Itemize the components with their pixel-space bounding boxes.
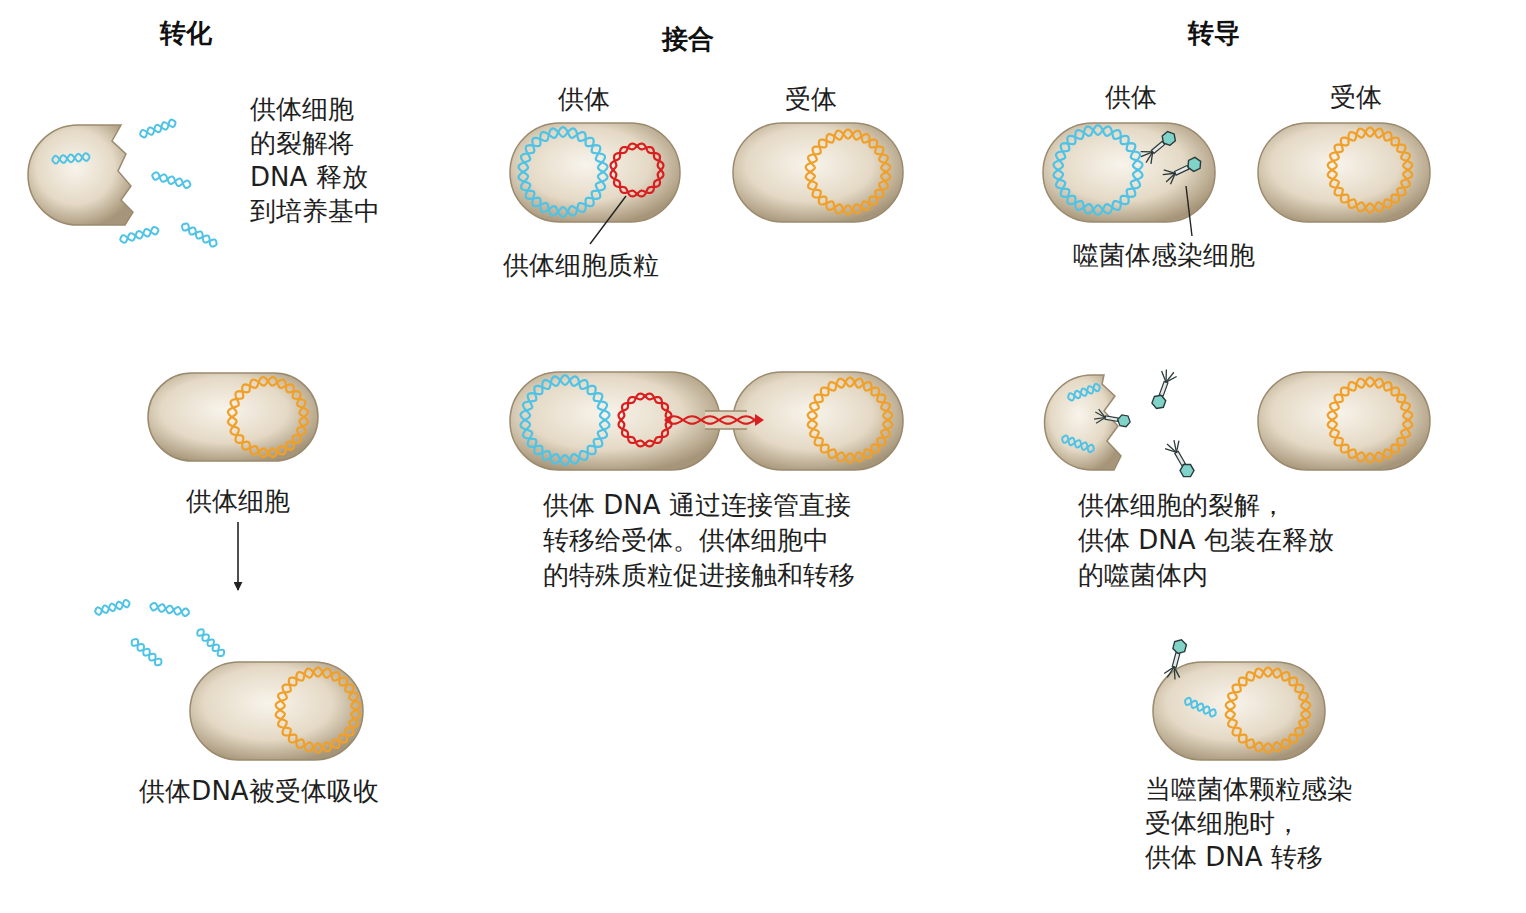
dna-fragment (1185, 700, 1216, 717)
process-note: 供体细胞 的裂解将 DNA 释放 到培养基中 (250, 92, 390, 228)
dna-circle (1054, 125, 1143, 213)
lysed-cell (28, 125, 133, 225)
bacterial-cell (510, 372, 720, 470)
bacterial-cell (733, 372, 903, 470)
cell-label: 供体 (558, 84, 610, 114)
lysed-cell (1045, 375, 1122, 470)
bacterial-cell (148, 373, 318, 461)
dna-fragment (1185, 698, 1216, 715)
bacterial-cell (190, 662, 363, 760)
dna-circle (611, 144, 664, 197)
part-label: 供体细胞质粒 (503, 250, 659, 280)
process-note: 供体 DNA 通过连接管直接 转移给受体。供体细胞中 的特殊质粒促进接触和转移 (543, 488, 863, 593)
bacterial-cell (1258, 372, 1430, 470)
dna-fragment (152, 172, 191, 186)
cell-node: 供体DNA被受体吸收 (109, 592, 409, 810)
cell-caption: 供体DNA被受体吸收 (139, 776, 378, 806)
phage (1138, 128, 1179, 166)
dna-fragment (132, 640, 161, 665)
cell-node: 供体细胞 (140, 368, 336, 520)
flow-arrow (237, 522, 239, 590)
dna-circle (228, 377, 308, 457)
phage (1161, 154, 1204, 185)
leader-line (1186, 186, 1192, 236)
dna-fragment (182, 225, 217, 247)
dna-circle (521, 375, 610, 463)
bacterial-cell (510, 123, 680, 222)
dna-fragment (140, 120, 176, 135)
cell-label: 受体 (1330, 82, 1382, 112)
dna-circle (806, 129, 890, 213)
dna-circle (619, 394, 672, 447)
dna-circle (619, 394, 672, 447)
dna-circle (1226, 667, 1310, 751)
dna-circle (1328, 377, 1412, 461)
dna-circle (808, 377, 892, 461)
dna-fragment (197, 630, 223, 656)
dna-fragment (665, 416, 755, 424)
phage (1163, 638, 1189, 681)
bacterial-cell (1153, 662, 1325, 760)
dna-circle (276, 667, 360, 751)
dna-fragment (52, 154, 90, 164)
cell-label: 供体 (1105, 82, 1157, 112)
dna-fragment (1062, 435, 1094, 449)
bacterial-cell (1258, 123, 1430, 222)
part-label: 噬菌体感染细胞 (1073, 240, 1255, 270)
phage (1164, 438, 1198, 481)
dna-fragment (1068, 384, 1100, 398)
phage (1149, 368, 1178, 411)
dna-circle (611, 144, 664, 197)
pilus-bridge (705, 411, 747, 429)
dna-fragment (182, 223, 217, 245)
leader-line (590, 196, 626, 244)
dna-fragment (52, 153, 90, 163)
artwork (28, 120, 1430, 760)
dna-fragment (150, 603, 189, 615)
cell-label: 受体 (785, 84, 837, 114)
dna-circle (1328, 127, 1412, 211)
dna-circle (519, 127, 608, 215)
dna-fragment (665, 416, 755, 424)
dna-fragment (132, 639, 161, 664)
cell-caption: 供体细胞 (186, 486, 290, 516)
transfer-arrow (755, 414, 764, 426)
dna-fragment (198, 629, 224, 655)
dna-circle (228, 377, 308, 457)
dna-fragment (120, 227, 159, 241)
phage (1093, 409, 1131, 429)
process-note: 供体细胞的裂解， 供体 DNA 包装在释放 的噬菌体内 (1078, 488, 1340, 593)
column-title: 转化 (160, 18, 212, 48)
bacterial-cell (733, 123, 903, 222)
column-title: 接合 (662, 24, 714, 54)
dna-fragment (95, 600, 130, 613)
column-title: 转导 (1188, 18, 1240, 48)
process-note: 当噬菌体颗粒感染 受体细胞时， 供体 DNA 转移 (1145, 772, 1356, 874)
